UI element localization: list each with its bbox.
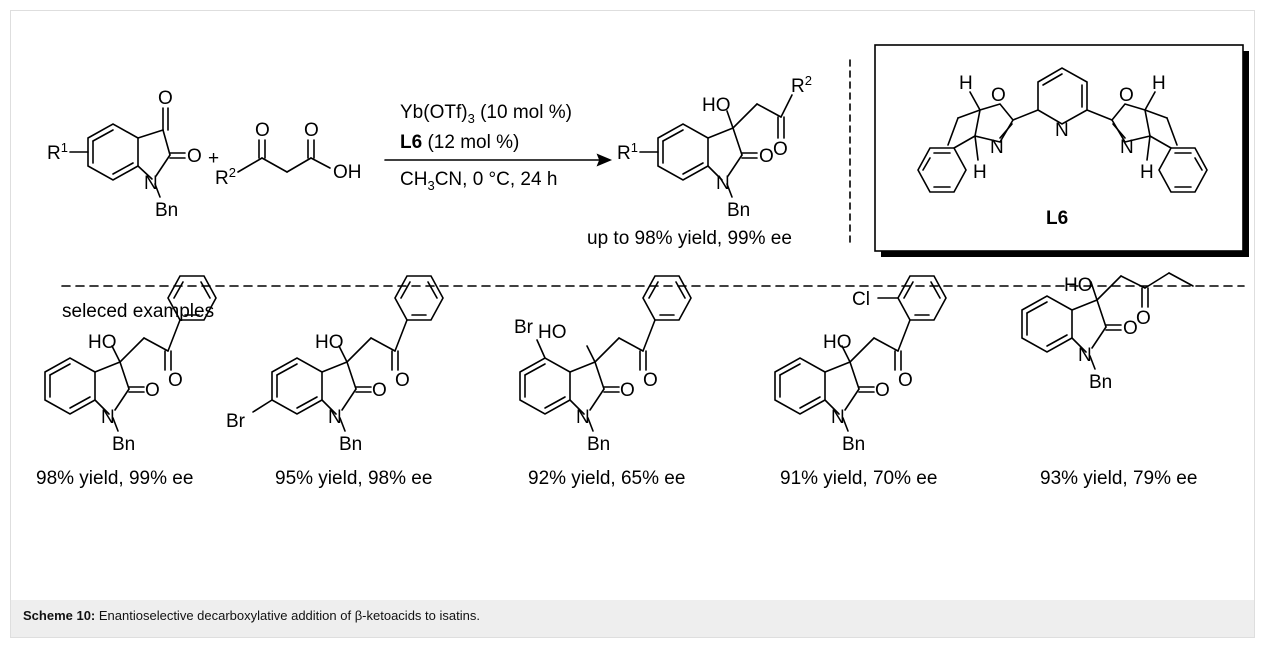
atom-n: N <box>101 407 115 428</box>
atom-o: O <box>1123 318 1138 339</box>
atom-h: H <box>1140 162 1154 183</box>
product-structure <box>639 94 793 198</box>
example-1-result: 98% yield, 99% ee <box>36 468 193 489</box>
ligand-structure <box>917 67 1208 193</box>
atom-o: O <box>372 380 387 401</box>
atom-n: N <box>716 173 730 194</box>
plus-sign: + <box>208 148 219 169</box>
atom-ho: HO <box>1064 275 1093 296</box>
example-1-structure <box>44 275 217 432</box>
reaction-arrow <box>384 153 613 167</box>
atom-n: N <box>576 407 590 428</box>
atom-h: H <box>1152 73 1166 94</box>
atom-o: O <box>898 370 913 391</box>
example-2-structure <box>252 275 444 432</box>
atom-bn: Bn <box>1089 372 1112 393</box>
ligand-loading-label: L6 (12 mol %) <box>400 132 519 153</box>
caption-text: Enantioselective decarboxylative additio… <box>95 608 480 623</box>
scheme-text: R1 O O N Bn + R2 O O OH Yb(OTf)3 (10 mol… <box>36 73 1197 489</box>
catalyst-label: Yb(OTf)3 (10 mol %) <box>400 102 572 126</box>
atom-bn: Bn <box>842 434 865 455</box>
atom-bn: Bn <box>727 200 750 221</box>
atom-o: O <box>158 88 173 109</box>
reaction-scheme: R1 O O N Bn + R2 O O OH Yb(OTf)3 (10 mol… <box>36 44 1249 489</box>
atom-o: O <box>643 370 658 391</box>
caption-label: Scheme 10: <box>23 608 96 623</box>
example-2-result: 95% yield, 98% ee <box>275 468 432 489</box>
atom-o: O <box>875 380 890 401</box>
atom-h: H <box>973 162 987 183</box>
ketoacid-reactant-structure <box>237 139 331 173</box>
atom-h: H <box>959 73 973 94</box>
example-3-result: 92% yield, 65% ee <box>528 468 685 489</box>
atom-o: O <box>255 120 270 141</box>
atom-ho: HO <box>538 322 567 343</box>
atom-bn: Bn <box>155 200 178 221</box>
atom-n: N <box>1120 137 1134 158</box>
atom-o: O <box>187 146 202 167</box>
overall-result: up to 98% yield, 99% ee <box>587 228 792 249</box>
atom-o: O <box>620 380 635 401</box>
atom-n: N <box>328 407 342 428</box>
atom-bn: Bn <box>587 434 610 455</box>
example-4-structure <box>774 275 947 432</box>
atom-o: O <box>168 370 183 391</box>
chloro-substituent: Cl <box>852 289 870 310</box>
atom-o: O <box>1136 308 1151 329</box>
bromo-substituent: Br <box>226 411 246 432</box>
atom-n: N <box>1078 345 1092 366</box>
r2-label: R2 <box>791 73 812 97</box>
atom-ho: HO <box>823 332 852 353</box>
atom-ho: HO <box>702 95 731 116</box>
solvent-conditions-label: CH3CN, 0 °C, 24 h <box>400 169 557 193</box>
example-4-result: 91% yield, 70% ee <box>780 468 937 489</box>
atom-o: O <box>991 85 1006 106</box>
example-5-structure <box>1021 272 1194 370</box>
bromo-substituent: Br <box>514 317 534 338</box>
ligand-label: L6 <box>1046 208 1068 229</box>
examples-heading: seleced examples <box>62 301 214 322</box>
atom-o: O <box>1119 85 1134 106</box>
atom-n: N <box>144 173 158 194</box>
atom-n: N <box>1055 120 1069 141</box>
atom-ho: HO <box>88 332 117 353</box>
atom-bn: Bn <box>112 434 135 455</box>
r2-label: R2 <box>215 165 236 189</box>
atom-o: O <box>759 146 774 167</box>
atom-n: N <box>831 407 845 428</box>
scheme-caption: Scheme 10: Enantioselective decarboxylat… <box>11 600 1254 637</box>
atom-o: O <box>304 120 319 141</box>
atom-bn: Bn <box>339 434 362 455</box>
atom-oh: OH <box>333 162 362 183</box>
r1-label: R1 <box>47 140 68 164</box>
atom-o: O <box>145 380 160 401</box>
isatin-reactant-structure <box>69 107 186 198</box>
atom-ho: HO <box>315 332 344 353</box>
r1-label: R1 <box>617 140 638 164</box>
atom-o: O <box>773 139 788 160</box>
atom-n: N <box>990 137 1004 158</box>
example-3-structure <box>519 275 692 432</box>
example-5-result: 93% yield, 79% ee <box>1040 468 1197 489</box>
atom-o: O <box>395 370 410 391</box>
